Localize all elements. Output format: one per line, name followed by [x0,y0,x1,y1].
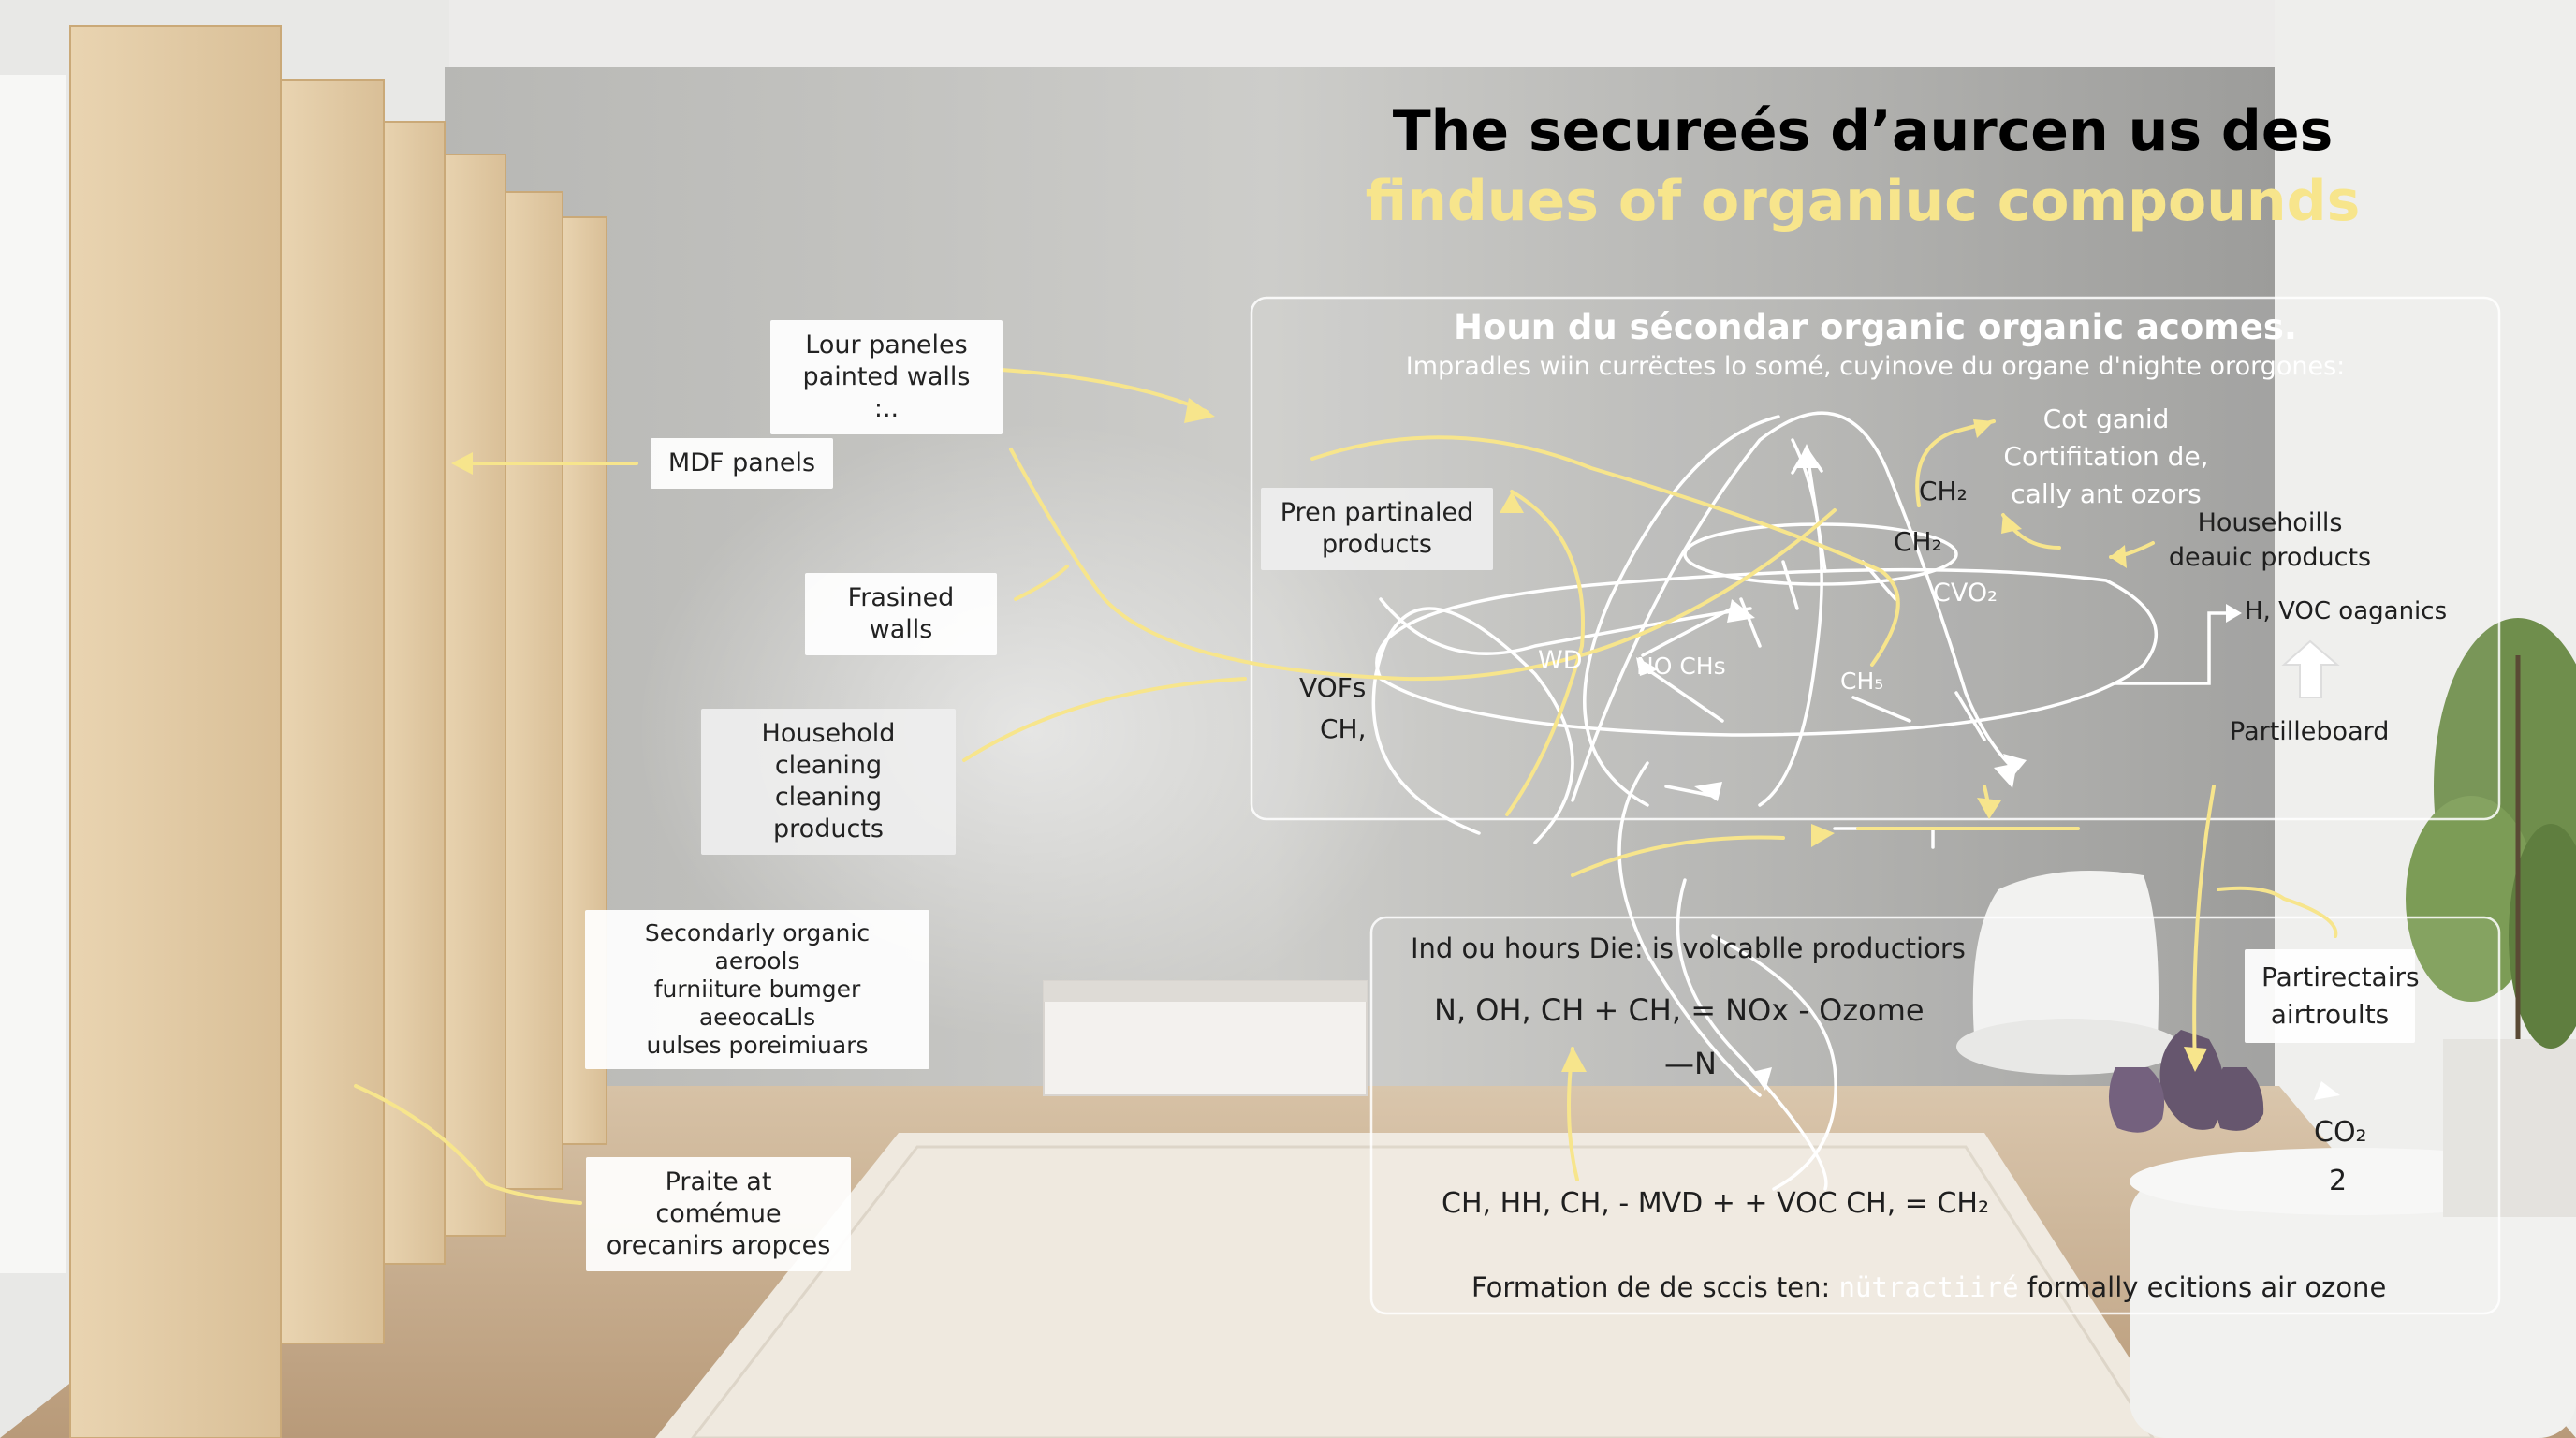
plant [2406,618,2576,1217]
top-panel-heading: Houn du sécondar organic organic acomes. [1453,307,2297,347]
armchair [1956,871,2181,1075]
label-household-cleaning: Household cleaning cleaning products [701,709,956,855]
label-households: Househoills deauic products [2162,506,2378,575]
label-line: Cortifitation de, [2003,441,2209,472]
label-line: deauic products [2168,543,2372,572]
label-line: cleaning products [773,783,884,844]
formula-wd: WD [1538,646,1583,675]
label-line: Praite at comémue [655,1167,782,1228]
label-line: painted walls :.. [802,362,971,423]
title-line-1: The secureés d’aurcen us des [1392,98,2334,164]
label-line: products [1322,530,1432,559]
label-h-voc: H, VOC oaganics [2245,597,2448,625]
label-line: Secondarly organic aerools [644,919,871,975]
up-arrow-icon [2281,639,2340,698]
equation-2: CH, HH, CH, - MVD + + VOC CH, = CH₂ [1442,1187,1989,1220]
formula-ch-left: CH, [1320,713,1367,744]
label-mdf-panels: MDF panels [651,438,833,489]
formula-ch2-b: CH₂ [1894,526,1942,557]
vases [2108,1030,2264,1133]
label-line: Cot ganid [2042,404,2170,434]
formation-highlight: nütractiiré [1838,1271,2019,1303]
formula-ch2-a: CH₂ [1919,476,1968,506]
formula-no-chs: NO CHs [1636,653,1726,680]
wood-panels [69,25,607,1438]
formation-prefix: Formation de de sccis ten: [1471,1271,1831,1303]
label-secondary-aerosols: Secondarly organic aerools furniiture bu… [585,910,929,1069]
label-line: Househoills [2197,508,2343,537]
top-panel-subheading: Impradles wiin currëctes lo somé, cuyino… [1405,352,2346,381]
white-arrowheads [1636,444,2340,1100]
label-cot-gaid: Cot ganid Cortifitation de, cally ant oz… [1994,401,2218,513]
label-praite: Praite at comémue orecanirs aropces [586,1157,851,1271]
label-frasined-walls: Frasined walls [805,573,997,655]
yellow-arrowheads [451,398,2207,1072]
label-line: Pren partinaled [1280,498,1474,527]
label-line: Household cleaning [761,719,896,780]
bottom-panel-heading: Ind ou hours Die: is volcablle productio… [1411,932,1966,964]
formula-co2-sub: 2 [2329,1165,2348,1197]
label-line: orecanirs aropces [606,1231,831,1260]
equation-1: N, OH, CH + CH, = NOx - Ozome [1434,992,1925,1028]
label-lour-panels: Lour paneles painted walls :.. [770,320,1003,434]
bottom-panel-frame [1369,916,2501,1315]
label-line: Partirectairs [2261,961,2420,992]
formula-chs: CH₅ [1840,668,1884,695]
formation-suffix: formally ecitions air ozone [2027,1271,2387,1303]
top-panel-frame [1250,296,2501,821]
label-line: furniiture bumger aeeocaLls [653,976,861,1031]
label-partileboard: Partilleboard [2230,717,2390,746]
label-line: airtroults [2270,999,2390,1030]
label-partirectairs: Partirectairs airtroults [2245,949,2420,1043]
formation-line: Formation de de sccis ten: nütractiiré f… [1471,1271,2386,1303]
equation-1-n: —N [1664,1046,1717,1081]
title-line-2: findues of organiuc compounds [1365,169,2361,234]
label-line: cally ant ozors [2011,478,2202,509]
formula-cvo2: CVO₂ [1933,579,1998,608]
formula-co2: CO₂ [2314,1116,2367,1149]
label-pren-products: Pren partinaled products [1261,488,1493,570]
label-line: Frasined walls [847,583,955,644]
label-line: uulses poreimiuars [646,1032,869,1059]
label-line: Lour paneles [805,330,968,360]
formula-vofs: VOFs [1299,672,1367,703]
label-line: MDF panels [667,448,816,477]
